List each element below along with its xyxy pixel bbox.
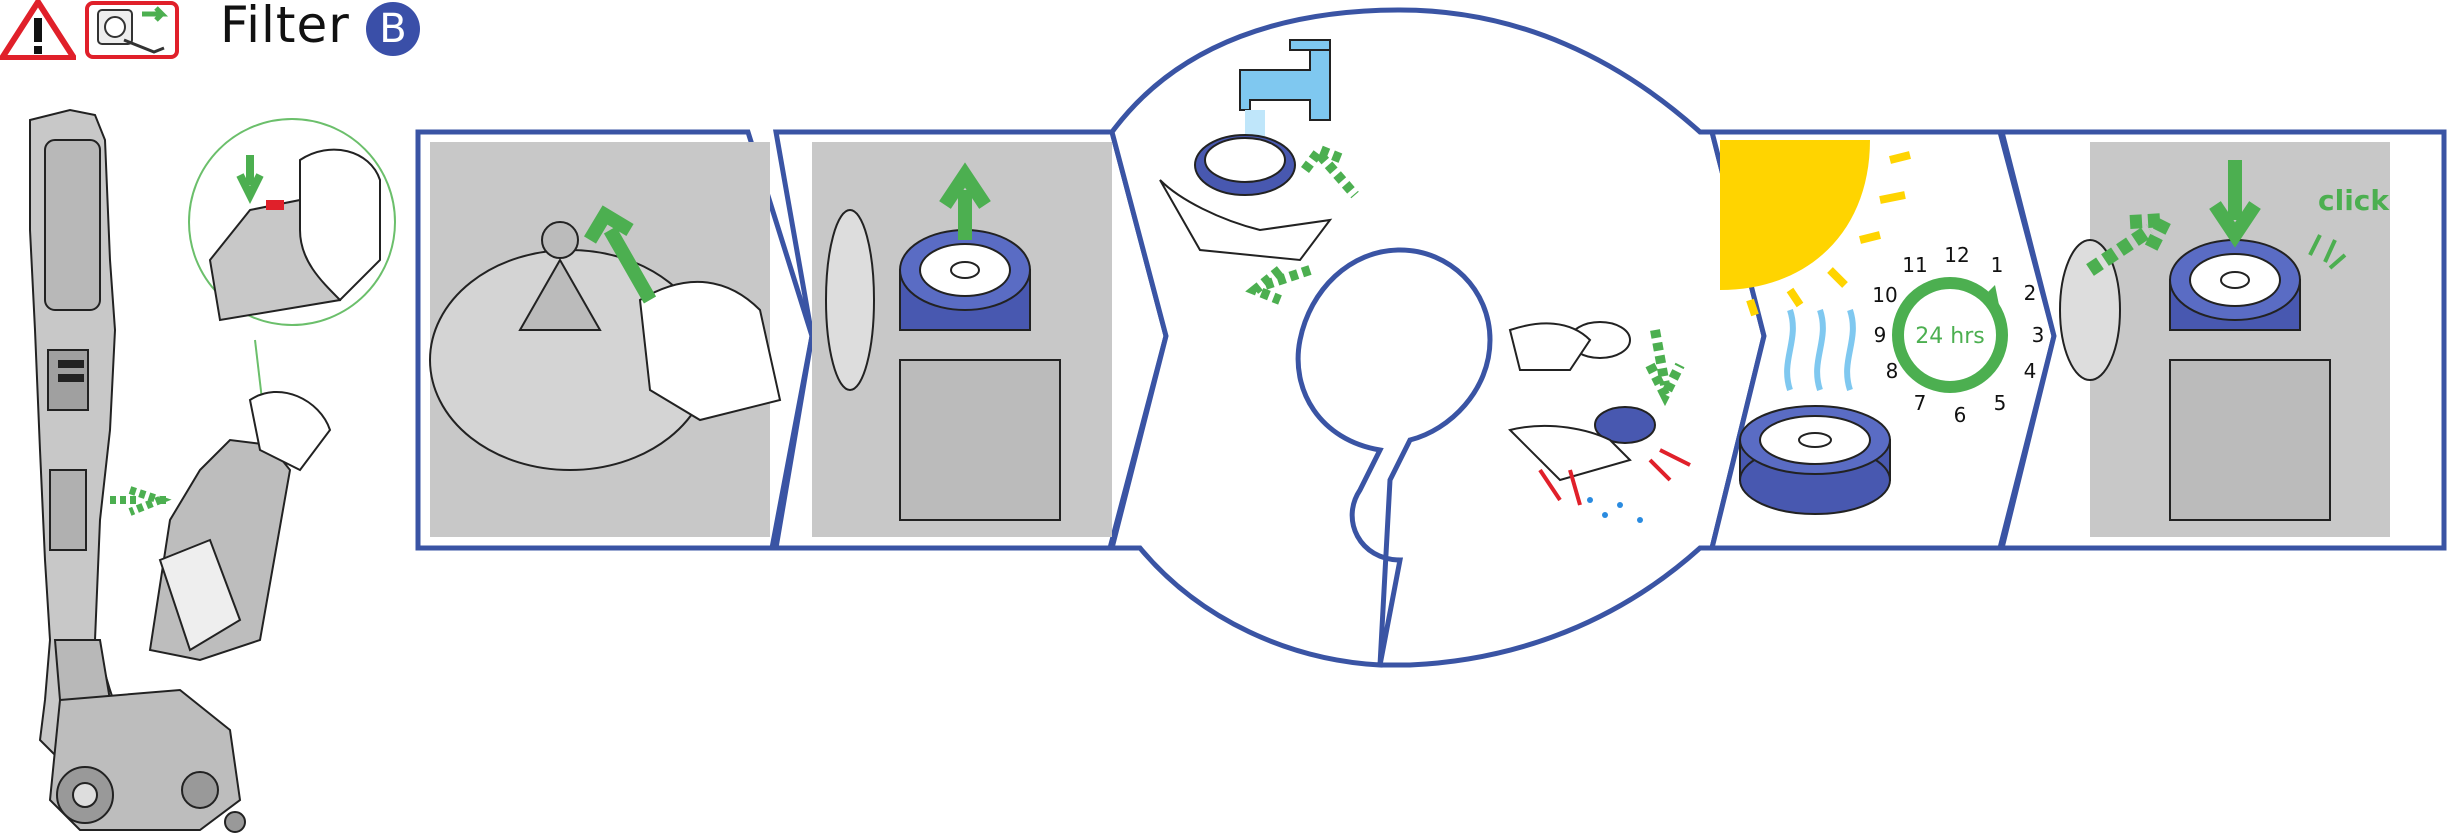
step-panel-remove-cyclone — [415, 129, 815, 551]
sun-icon — [1720, 140, 1870, 290]
clock-number-11: 11 — [1902, 253, 1927, 277]
page-header: Filter B — [0, 0, 600, 60]
detached-bin-illustration — [110, 390, 332, 662]
vacuum-upright-illustration — [29, 108, 246, 833]
clock-number-8: 8 — [1886, 359, 1899, 383]
clock-number-5: 5 — [1994, 391, 2007, 415]
warning-triangle-icon — [0, 0, 76, 60]
clock-number-2: 2 — [2024, 281, 2037, 305]
step-panel-lift-filter — [773, 129, 1169, 551]
clock-24hrs-icon: 24 hrs 12 1 2 3 4 5 6 7 8 9 10 11 — [1872, 243, 2044, 427]
clock-number-12: 12 — [1944, 243, 1969, 267]
clock-number-4: 4 — [2024, 359, 2037, 383]
clock-number-7: 7 — [1914, 391, 1927, 415]
click-label: click — [2318, 184, 2390, 217]
page-title: Filter — [220, 0, 350, 54]
step-panel-refit-filter: click — [1998, 129, 2447, 551]
unplug-socket-icon — [85, 1, 179, 59]
step-panel-wash-filter — [1108, 7, 1767, 668]
step-panel-dry-filter: 24 hrs 12 1 2 3 4 5 6 7 8 9 10 11 — [1708, 129, 2057, 551]
clock-number-1: 1 — [1991, 253, 2004, 277]
clock-number-10: 10 — [1872, 283, 1897, 307]
clock-number-9: 9 — [1874, 323, 1887, 347]
clock-number-6: 6 — [1954, 403, 1967, 427]
section-badge: B — [366, 2, 420, 56]
clock-number-3: 3 — [2032, 323, 2045, 347]
duration-label: 24 hrs — [1915, 324, 1984, 349]
zoom-detail-circle — [188, 118, 396, 426]
